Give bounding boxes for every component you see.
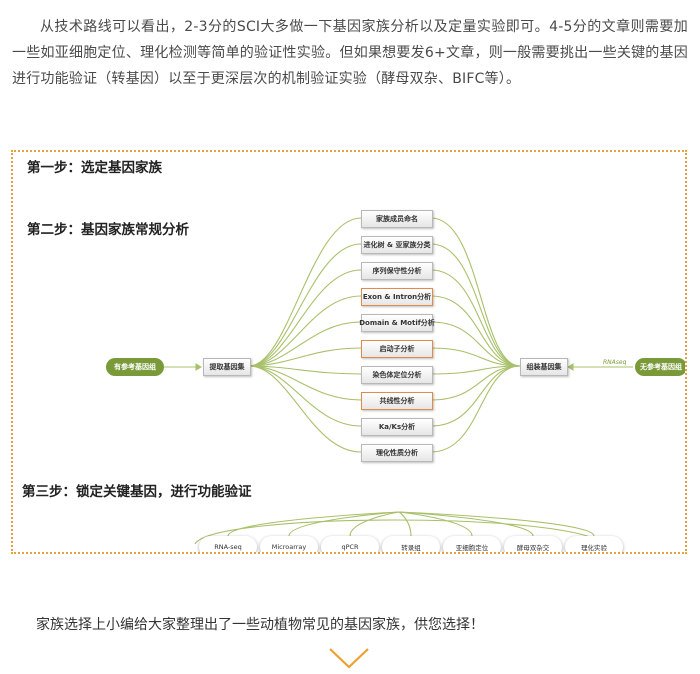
analysis-box: 进化树 & 亚家族分类: [361, 236, 433, 254]
analysis-box: Ka/Ks分析: [361, 418, 433, 436]
experiment-oval: Microarray: [260, 536, 318, 552]
analysis-box: 染色体定位分析: [361, 366, 433, 384]
analysis-box: Exon & Intron分析: [361, 288, 433, 306]
no-reference-genome-pill: 无参考基因组: [635, 358, 685, 376]
experiment-oval: 亚细胞定位: [443, 536, 501, 552]
rnaseq-arrow-label: RNAseq: [603, 359, 627, 366]
technical-route-figure: 第一步：选定基因家族 第二步：基因家族常规分析 第三步：锁定关键基因，进行功能验…: [11, 150, 687, 554]
analysis-box: 理化性质分析: [361, 444, 433, 462]
step-3-label: 第三步：锁定关键基因，进行功能验证: [22, 484, 252, 500]
experiment-oval: 理化实验: [565, 536, 623, 552]
analysis-box: Domain & Motif分析: [359, 314, 435, 332]
chevron-down-icon: [329, 648, 369, 669]
experiment-oval: RNA-seq: [199, 536, 257, 552]
connection-curves: [164, 217, 633, 545]
caption-text: 家族选择上小编给大家整理出了一些动植物常见的基因家族，供您选择！: [36, 617, 484, 633]
analysis-box: 序列保守性分析: [361, 262, 433, 280]
step-2-label: 第二步：基因家族常规分析: [27, 222, 189, 238]
intro-paragraph: 从技术路线可以看出，2-3分的SCI大多做一下基因家族分析以及定量实验即可。4-…: [12, 19, 688, 87]
analysis-box: 启动子分析: [361, 340, 433, 358]
extract-gene-set-box: 提取基因集: [203, 358, 251, 376]
experiment-oval: 转录组: [382, 536, 440, 552]
analysis-box: 共线性分析: [361, 392, 433, 410]
analysis-box: 家族成员命名: [361, 210, 433, 228]
step-1-label: 第一步：选定基因家族: [27, 160, 162, 176]
experiment-oval: 酵母双杂交: [504, 536, 562, 552]
assemble-gene-set-box: 组装基因集: [520, 358, 568, 376]
experiment-oval: qPCR: [321, 536, 379, 552]
reference-genome-pill: 有参考基因组: [106, 358, 164, 376]
